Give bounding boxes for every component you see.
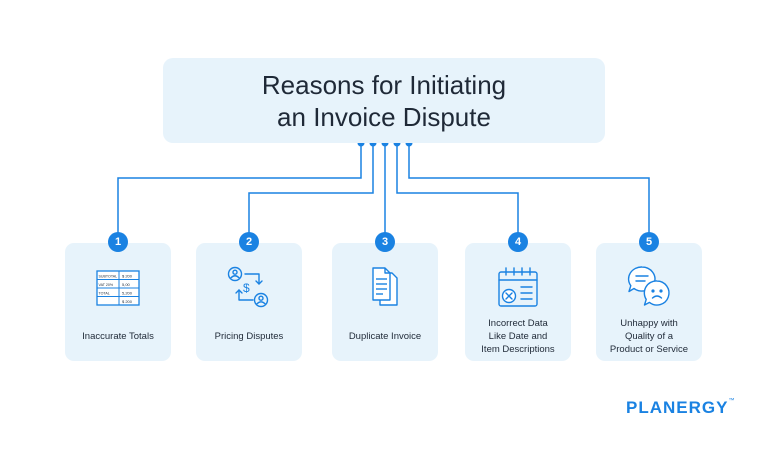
reason-card-4: Incorrect Data Like Date and Item Descri… <box>465 243 571 361</box>
svg-text:$: $ <box>243 281 250 295</box>
unhappy-chat-icon <box>625 265 673 311</box>
table-cell: TOTAL <box>99 292 110 296</box>
reason-card-1: SUBTOTAL $ 200 VAT 20% 5,00 TOTAL 5,200 … <box>65 243 171 361</box>
calendar-error-icon <box>494 265 542 311</box>
reason-label-2: Pricing Disputes <box>214 330 284 342</box>
badge-1: 1 <box>108 232 128 252</box>
trademark-mark: ™ <box>728 398 735 404</box>
reason-card-3: Duplicate Invoice <box>332 243 438 361</box>
reason-card-5: Unhappy with Quality of a Product or Ser… <box>596 243 702 361</box>
table-cell: $ 200 <box>122 299 133 304</box>
table-cell: 5,200 <box>122 291 133 296</box>
brand-name: PLANERGY <box>626 398 729 417</box>
reason-label-1: Inaccurate Totals <box>82 330 154 342</box>
reason-card-2: $ Pricing Disputes <box>196 243 302 361</box>
title-line-2: an Invoice Dispute <box>277 101 491 132</box>
reason-label-3: Duplicate Invoice <box>348 330 422 342</box>
table-cell: VAT 20% <box>99 283 114 287</box>
title-box: Reasons for Initiating an Invoice Disput… <box>163 58 605 143</box>
badge-4: 4 <box>508 232 528 252</box>
invoice-table-icon: SUBTOTAL $ 200 VAT 20% 5,00 TOTAL 5,200 … <box>94 265 142 311</box>
badge-3: 3 <box>375 232 395 252</box>
price-exchange-icon: $ <box>225 265 273 311</box>
reason-label-5: Unhappy with Quality of a Product or Ser… <box>609 317 689 355</box>
title-line-1: Reasons for Initiating <box>261 69 507 100</box>
badge-2: 2 <box>239 232 259 252</box>
reason-label-4: Incorrect Data Like Date and Item Descri… <box>481 317 555 355</box>
table-cell: 5,00 <box>122 282 131 287</box>
table-cell: $ 200 <box>122 274 133 279</box>
duplicate-document-icon <box>361 265 409 311</box>
badge-5: 5 <box>639 232 659 252</box>
planergy-logo: PLANERGY™ <box>626 398 734 418</box>
table-cell: SUBTOTAL <box>99 275 118 279</box>
